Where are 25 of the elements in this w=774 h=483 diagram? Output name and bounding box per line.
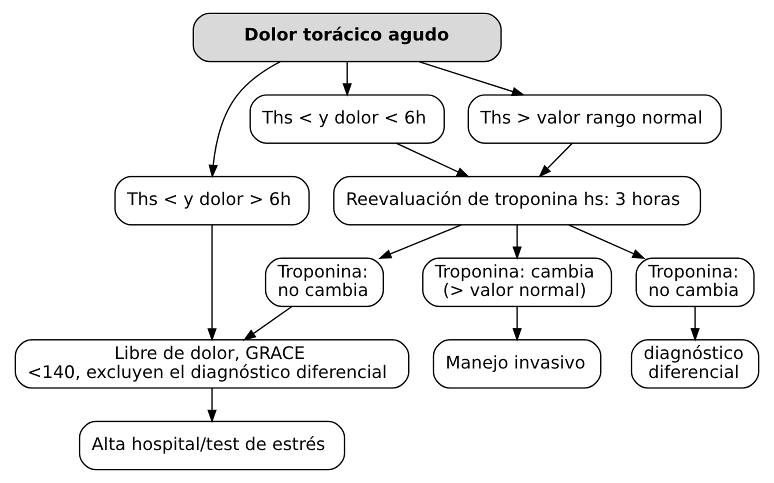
arrow xyxy=(208,61,281,178)
node-box: Alta hospital/test de estrés xyxy=(78,420,346,470)
node-box: Ths < y dolor > 6h xyxy=(114,176,310,226)
arrow xyxy=(207,388,217,424)
arrow xyxy=(396,142,470,178)
node-box: Manejo invasivo xyxy=(432,339,602,389)
arrow xyxy=(242,306,292,341)
arrow xyxy=(568,224,646,259)
node-box: Ths < y dolor < 6h xyxy=(250,94,445,144)
node-box: Ths > valor rango normal xyxy=(468,94,722,144)
node-box: Reevaluación de troponina hs: 3 horas xyxy=(333,176,702,226)
arrow xyxy=(512,306,522,342)
arrow xyxy=(538,142,573,178)
node-box: Libre de dolor, GRACE <140, excluyen el diagnóstico diferencial xyxy=(14,339,410,389)
arrow xyxy=(690,306,700,342)
node-box: Dolor torácico agudo xyxy=(192,12,502,62)
node-box: Troponina: cambia (> valor normal) xyxy=(422,258,612,308)
arrow xyxy=(207,225,217,342)
node-box: Troponina: no cambia xyxy=(636,258,755,308)
node-box: diagnóstico diferencial xyxy=(630,339,760,389)
arrow xyxy=(342,62,352,97)
arrow xyxy=(512,224,522,260)
arrow xyxy=(378,224,462,259)
arrow xyxy=(418,60,526,96)
node-box: Troponina: no cambia xyxy=(264,258,384,308)
